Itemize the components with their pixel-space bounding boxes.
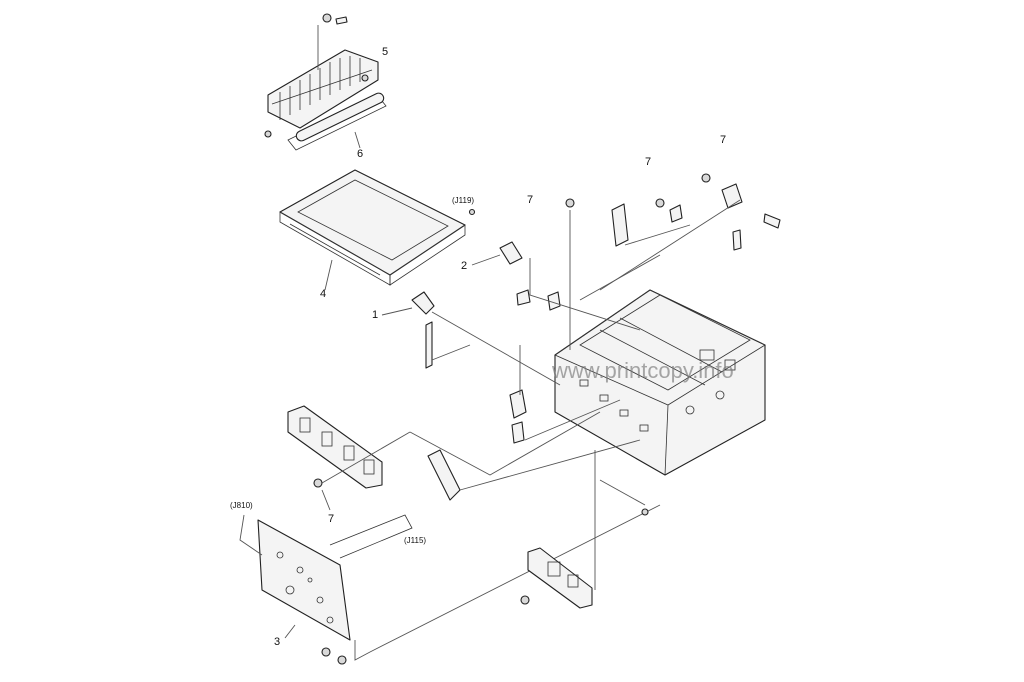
- connector-j119: (J119): [452, 196, 474, 205]
- part-5-assembly: [264, 13, 379, 138]
- part-4-belt-frame: [279, 169, 476, 291]
- middle-small-parts: [509, 345, 621, 444]
- left-bracket-assembly: [287, 405, 601, 511]
- callout-1: 1: [372, 309, 378, 321]
- part-7-screws: [565, 173, 781, 350]
- callout-6: 6: [357, 148, 363, 160]
- callout-7-b: 7: [645, 156, 651, 168]
- connector-j115: (J115): [404, 536, 426, 545]
- part-6-roller: [287, 92, 387, 151]
- part-3-plate: [239, 504, 661, 665]
- callout-2: 2: [461, 260, 467, 272]
- callout-3: 3: [274, 636, 280, 648]
- connector-j810: (J810): [230, 501, 253, 510]
- callout-7-c: 7: [720, 134, 726, 146]
- part-2-bracket: [471, 241, 641, 331]
- part-1-bracket: [381, 291, 561, 386]
- callout-7-d: 7: [328, 513, 334, 525]
- callout-5: 5: [382, 46, 388, 58]
- center-bracket: [427, 439, 641, 501]
- watermark-text: www.printcopy.info: [551, 358, 734, 383]
- callout-4: 4: [320, 288, 326, 300]
- main-chassis: [554, 289, 766, 476]
- bottom-right-bracket: [520, 450, 649, 609]
- callout-7-a: 7: [527, 194, 533, 206]
